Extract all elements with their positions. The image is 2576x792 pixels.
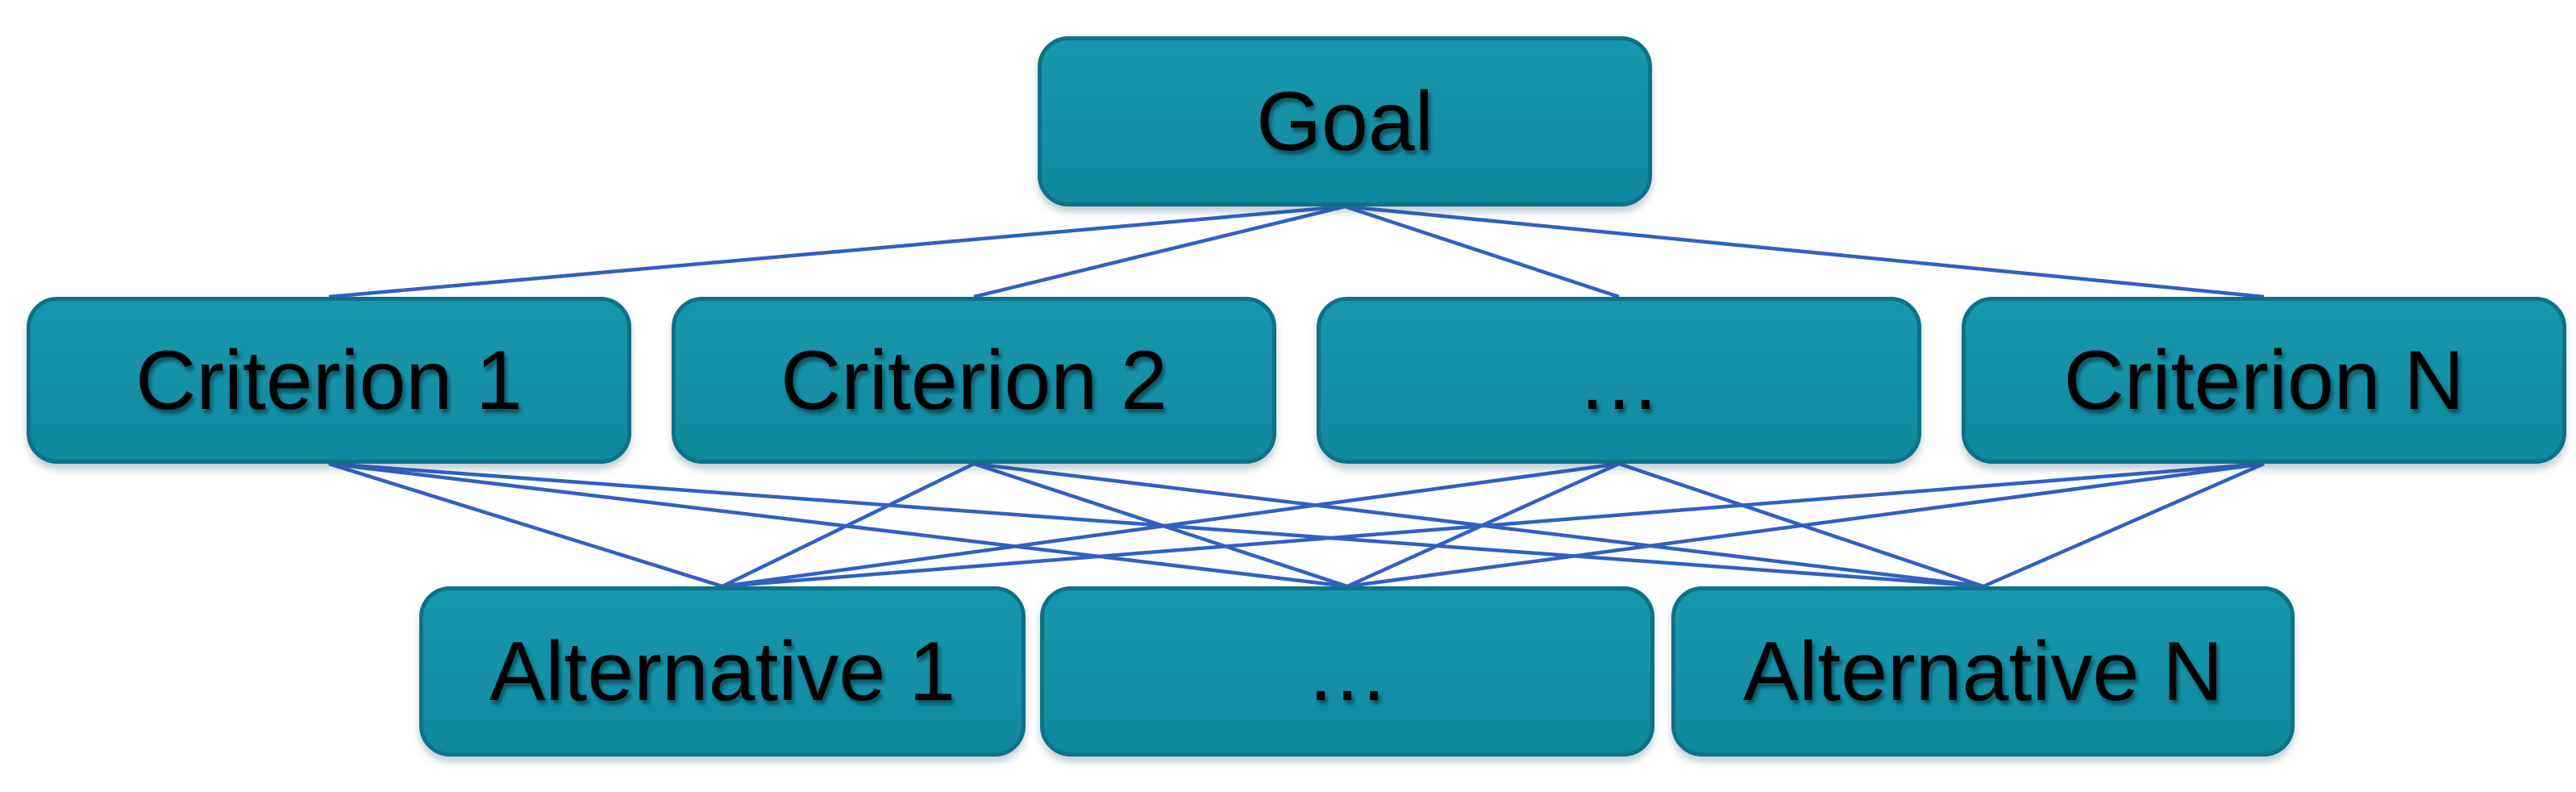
- connector-criterion-1-alternative-1: [328, 461, 723, 589]
- criterion-2-node: Criterion 2: [672, 297, 1276, 464]
- connector-criterion-dots-alternative-1: [722, 461, 1620, 589]
- connector-criterion-1-alternative-dots: [328, 461, 1348, 589]
- goal-label: Goal: [1256, 74, 1434, 169]
- criterion-ellipsis-label: …: [1577, 333, 1661, 427]
- goal-node: Goal: [1038, 36, 1652, 206]
- criterion-n-label: Criterion N: [2063, 333, 2465, 427]
- connector-criterion-n-alternative-1: [722, 461, 2265, 589]
- alternative-n-node: Alternative N: [1671, 586, 2295, 757]
- connector-criterion-2-alternative-1: [722, 461, 975, 589]
- criterion-2-label: Criterion 2: [780, 333, 1167, 427]
- criterion-1-label: Criterion 1: [135, 333, 522, 427]
- alternative-1-label: Alternative 1: [489, 624, 956, 719]
- connector-goal-criterion-n: [1344, 204, 2265, 299]
- connector-goal-criterion-2: [973, 204, 1346, 299]
- connector-criterion-n-alternative-n: [1983, 461, 2265, 589]
- alternative-1-node: Alternative 1: [419, 586, 1026, 757]
- connector-goal-criterion-1: [328, 204, 1346, 299]
- connector-goal-criterion-dots: [1344, 204, 1620, 299]
- alternative-n-label: Alternative N: [1742, 624, 2224, 719]
- criterion-1-node: Criterion 1: [27, 297, 631, 464]
- alternative-ellipsis-node: …: [1040, 586, 1654, 757]
- criterion-n-node: Criterion N: [1962, 297, 2566, 464]
- alternative-ellipsis-label: …: [1305, 624, 1389, 719]
- connector-criterion-n-alternative-dots: [1346, 461, 2265, 589]
- criterion-ellipsis-node: …: [1317, 297, 1921, 464]
